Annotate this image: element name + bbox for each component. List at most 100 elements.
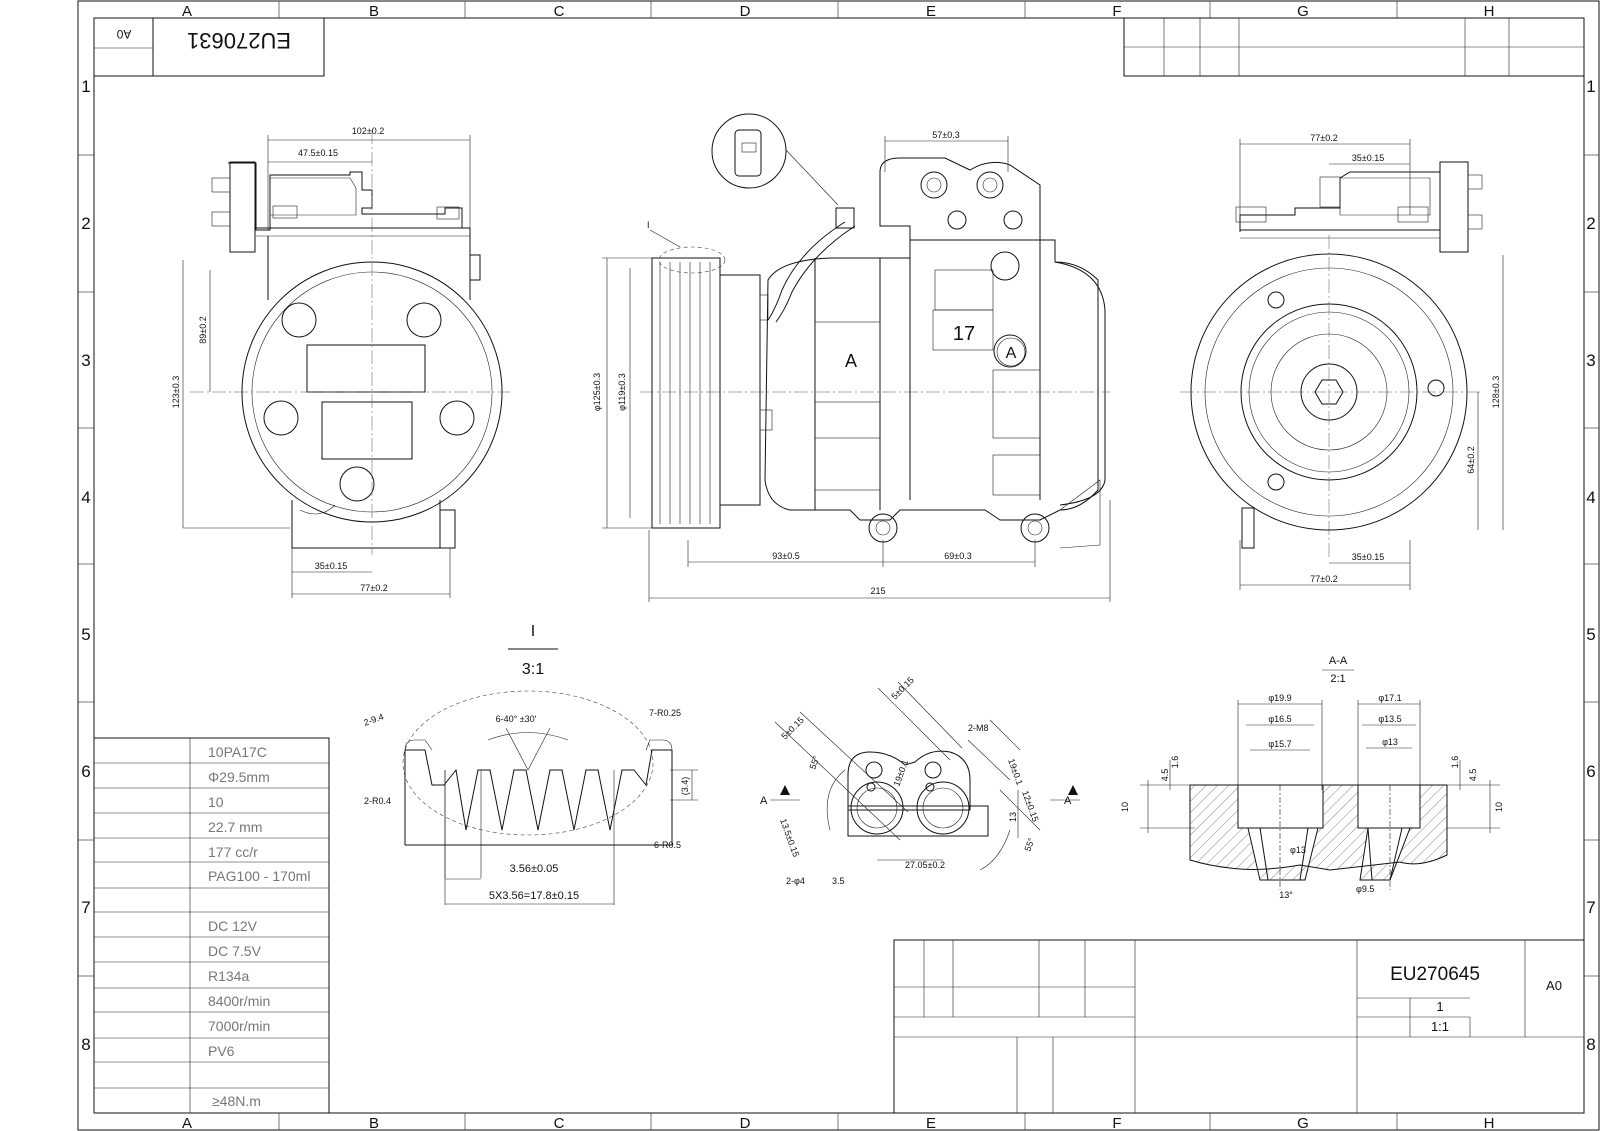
row-number-right-5: 5 (1586, 625, 1595, 644)
col-letter-top-g: G (1297, 3, 1309, 20)
flange-dim-55-a: 55° (807, 754, 821, 771)
col-letter-top-f: F (1112, 3, 1121, 20)
row-number-right-6: 6 (1586, 762, 1595, 781)
col-letter-top-c: C (554, 3, 565, 20)
section-dim-10-right: 10 (1494, 802, 1504, 812)
detail-I: I 3:1 2-9.4 6-40° ±30' 7-R0.25 2-R0.4 (3… (362, 623, 698, 905)
section-AA-scale: 2:1 (1330, 673, 1345, 685)
section-AA-title: A-A (1329, 655, 1348, 667)
mirrored-size: A0 (116, 27, 131, 41)
flange-dim-13: 13 (1008, 812, 1018, 822)
rear-dim-35-bottom: 35±0.15 (1352, 552, 1384, 562)
flange-section-mark-right: A (1064, 795, 1072, 807)
spec-cylinders: 10 (208, 794, 224, 810)
rear-dim-77-bottom: 77±0.2 (1310, 574, 1337, 584)
row-number-right-1: 1 (1586, 77, 1595, 96)
side-label-a1: A (845, 351, 857, 371)
flange-dim-3-5: 3.5 (832, 876, 845, 886)
spec-belt: PV6 (208, 1043, 235, 1059)
detail-I-dim-r05: 6-R0.5 (654, 840, 681, 850)
col-letter-bottom-g: G (1297, 1115, 1309, 1131)
rear-dim-128: 128±0.3 (1491, 376, 1501, 408)
rear-dim-77-top: 77±0.2 (1310, 133, 1337, 143)
detail-I-title: I (531, 623, 535, 640)
section-dim-1-6-right: 1.6 (1450, 756, 1460, 769)
section-dim-10-left: 10 (1120, 802, 1130, 812)
row-number-right-4: 4 (1586, 488, 1595, 507)
rear-view: 77±0.2 35±0.15 128±0.3 64±0.2 35±0.15 77… (1180, 133, 1504, 590)
row-number-left-5: 5 (81, 625, 90, 644)
spec-oil: PAG100 - 170ml (208, 868, 310, 884)
row-number-left-7: 7 (81, 898, 90, 917)
flange-view: 5±0.15 5±0.15 2-M8 55° 19±0.1 19±0.1 12±… (760, 675, 1080, 886)
detail-I-dim-40deg: 6-40° ±30' (496, 714, 537, 724)
rear-dim-35-top: 35±0.15 (1352, 153, 1384, 163)
title-block: EU270645 A0 1 1:1 (893, 939, 1585, 1114)
front-dim-47-5: 47.5±0.15 (298, 148, 338, 158)
col-letter-top-d: D (740, 3, 751, 20)
col-letter-bottom-a: A (182, 1115, 192, 1131)
flange-dim-2-phi4: 2-φ4 (786, 876, 805, 886)
front-dim-77: 77±0.2 (360, 583, 387, 593)
detail-I-scale: 3:1 (522, 661, 544, 678)
detail-I-dim-r04: 2-R0.4 (364, 796, 391, 806)
side-view: I A 17 A (592, 113, 1111, 602)
spec-stroke: 22.7 mm (208, 819, 262, 835)
section-dim-phi13-5: φ13.5 (1378, 714, 1401, 724)
spec-torque: ≥48N.m (212, 1093, 261, 1109)
revision-table-top (1123, 17, 1585, 77)
section-dim-1-6-left: 1.6 (1170, 756, 1180, 769)
mirrored-number-box: A0 EU270631 (93, 17, 325, 77)
col-letter-top-h: H (1484, 3, 1495, 20)
side-dim-57: 57±0.3 (932, 130, 959, 140)
row-number-left-6: 6 (81, 762, 90, 781)
section-dim-phi19-9: φ19.9 (1268, 693, 1291, 703)
col-letter-top-b: B (369, 3, 379, 20)
col-letter-top-a: A (182, 3, 192, 20)
spec-rated-speed: 7000r/min (208, 1018, 270, 1034)
flange-dim-2-m8: 2-M8 (968, 723, 989, 733)
col-letter-bottom-h: H (1484, 1115, 1495, 1131)
col-letter-top-e: E (926, 3, 936, 20)
section-dim-phi9-5: φ9.5 (1356, 884, 1374, 894)
side-dim-69: 69±0.3 (944, 551, 971, 561)
spec-max-speed: 8400r/min (208, 993, 270, 1009)
row-number-left-2: 2 (81, 214, 90, 233)
title-scale: 1:1 (1431, 1019, 1449, 1034)
col-letter-bottom-b: B (369, 1115, 379, 1131)
side-dim-215: 215 (870, 586, 885, 596)
col-letter-bottom-c: C (554, 1115, 565, 1131)
spec-refrigerant: R134a (208, 968, 249, 984)
section-AA: A-A 2:1 φ19.9 φ16.5 φ15.7 φ1 (1120, 655, 1504, 900)
outer-border (77, 0, 1600, 1131)
front-dim-102: 102±0.2 (352, 126, 384, 136)
title-drawing-number: EU270645 (1390, 964, 1480, 985)
col-letter-bottom-f: F (1112, 1115, 1121, 1131)
row-number-left-8: 8 (81, 1035, 90, 1054)
spec-min-voltage: DC 7.5V (208, 943, 262, 959)
flange-dim-55-b: 55° (1022, 836, 1036, 853)
row-number-right-7: 7 (1586, 898, 1595, 917)
row-number-right-2: 2 (1586, 214, 1595, 233)
rear-dim-64: 64±0.2 (1466, 446, 1476, 473)
title-sheet: 1 (1436, 999, 1443, 1014)
row-number-left-1: 1 (81, 77, 90, 96)
section-dim-4-5-left: 4.5 (1160, 769, 1170, 782)
row-number-left-4: 4 (81, 488, 90, 507)
side-label-a2: A (1006, 345, 1017, 362)
section-dim-phi17-1: φ17.1 (1378, 693, 1401, 703)
spec-diameter: Φ29.5mm (208, 769, 270, 785)
zone-grid-ticks (78, 1, 1599, 1130)
col-letter-bottom-e: E (926, 1115, 936, 1131)
section-dim-13deg: 13° (1279, 890, 1293, 900)
side-label-17: 17 (953, 323, 975, 345)
section-dim-phi13-bottom: φ13 (1290, 845, 1306, 855)
row-number-right-8: 8 (1586, 1035, 1595, 1054)
section-dim-phi16-5: φ16.5 (1268, 714, 1291, 724)
spec-voltage: DC 12V (208, 918, 258, 934)
detail-I-dim-pitch: 3.56±0.05 (510, 863, 559, 875)
spec-model: 10PA17C (208, 744, 267, 760)
front-dim-35: 35±0.15 (315, 561, 347, 571)
col-letter-bottom-d: D (740, 1115, 751, 1131)
